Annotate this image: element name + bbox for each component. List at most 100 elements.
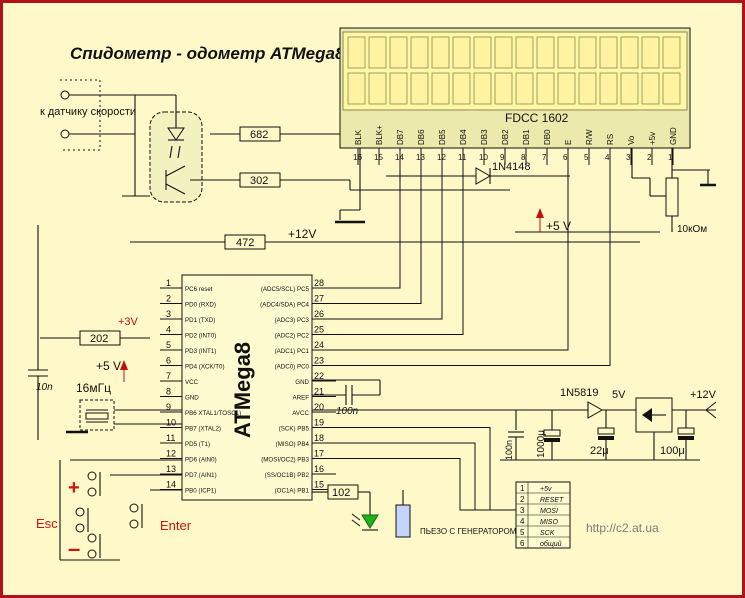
mcu-pin-name: PB0 (ICP1) xyxy=(185,488,216,495)
lcd-pin-name: GND xyxy=(669,127,678,145)
mcu-pin-number: 24 xyxy=(314,340,324,350)
diode-1n4148-label: 1N4148 xyxy=(492,161,531,173)
power-supply: 1N5819 5V +12V 100n 1000μ 22μ 100μ xyxy=(312,387,717,461)
rail-12v-top: +12V xyxy=(288,227,316,241)
diode-1n5819-label: 1N5819 xyxy=(560,387,599,399)
lcd-pin-number: 10 xyxy=(479,153,488,162)
lcd-module: FDCC 1602 16BLK15BLK+14DB713DB612DB511DB… xyxy=(339,27,691,165)
mcu-pin-name: PD6 (AIN0) xyxy=(185,457,217,464)
mcu-pin-number: 10 xyxy=(166,418,176,428)
lcd-pin-name: DB4 xyxy=(459,129,468,145)
mcu-pin-number: 18 xyxy=(314,433,324,443)
lcd-pin-name: DB7 xyxy=(396,129,405,145)
isp-row-number: 2 xyxy=(520,495,525,504)
mcu-pin-number: 9 xyxy=(166,402,171,412)
mcu-pin-name: PD3 (INT1) xyxy=(185,348,216,355)
lcd-pin-name: DB5 xyxy=(438,129,447,145)
rail-5v-left-label: +5 V xyxy=(96,359,121,373)
lcd-cell xyxy=(347,36,366,69)
button-minus[interactable]: – xyxy=(68,533,101,561)
status-led: 102 xyxy=(312,484,379,531)
lcd-cell xyxy=(473,72,492,105)
lcd-cell xyxy=(473,36,492,69)
mcu-pin-number: 17 xyxy=(314,449,324,459)
isp-wire xyxy=(336,442,516,511)
mcu-pin-name: GND xyxy=(185,395,199,402)
lcd-cell xyxy=(410,72,429,105)
lcd-pin-number: 4 xyxy=(605,153,610,162)
lcd-pin-number: 13 xyxy=(416,153,425,162)
isp-wire xyxy=(336,427,516,511)
cap-22u-label: 22μ xyxy=(590,445,609,457)
mcu-pin-name: PD7 (AIN1) xyxy=(185,472,217,479)
mcu-pin-name: AREF xyxy=(292,395,309,402)
lcd-cell xyxy=(599,72,618,105)
mcu-pin-name: PD4 (XCK/T0) xyxy=(185,364,225,371)
mcu-pin-name: PD0 (RXD) xyxy=(185,302,216,309)
button-plus[interactable]: + xyxy=(68,471,101,499)
mcu-pin-name: (SCK) PB5 xyxy=(279,426,310,433)
mcu-pin-number: 5 xyxy=(166,340,171,350)
speed-sensor-label: к датчику скорости xyxy=(40,106,136,118)
resistor-202: 202 +3V xyxy=(40,316,150,346)
mcu-pin-number: 7 xyxy=(166,371,171,381)
mcu-pin-name: PD1 (TXD) xyxy=(185,317,215,324)
mcu-pin-name: (ADC4/SDA) PC4 xyxy=(260,302,309,309)
capacitor-100n-aref: 100n xyxy=(312,379,381,417)
lcd-pin-name: R/W xyxy=(585,129,594,145)
resistor-472-label: 472 xyxy=(236,237,254,249)
isp-row-name: +5v xyxy=(540,486,552,493)
isp-row-number: 6 xyxy=(520,539,525,548)
mcu-pin-number: 16 xyxy=(314,464,324,474)
mcu-pin-name: (ADC2) PC2 xyxy=(275,333,310,340)
mcu-pin-number: 6 xyxy=(166,356,171,366)
mcu-pin-number: 3 xyxy=(166,309,171,319)
lcd-pin-number: 8 xyxy=(521,153,526,162)
isp-row-number: 5 xyxy=(520,528,525,537)
mcu-pin-number: 8 xyxy=(166,387,171,397)
resistor-302: 302 xyxy=(190,172,510,191)
lcd-pin-name: DB1 xyxy=(522,129,531,145)
lcd-cell xyxy=(641,36,660,69)
lcd-pin-name: BLK+ xyxy=(375,125,384,145)
lcd-pin-name: Vo xyxy=(627,135,636,145)
mcu-pin-name: PB7 (XTAL2) xyxy=(185,426,221,433)
rail-5v-left: +5 V xyxy=(96,359,128,382)
lcd-pin-name: BLK xyxy=(354,129,363,145)
lcd-cell xyxy=(515,36,534,69)
lcd-cell xyxy=(662,36,681,69)
speed-sensor-input: к датчику скорости xyxy=(40,79,136,151)
mcu-pin-number: 15 xyxy=(314,480,324,490)
ground-lcd xyxy=(335,209,365,224)
lcd-pin-name: RS xyxy=(606,134,615,145)
button-enter[interactable]: Enter xyxy=(129,503,192,533)
isp-row-name: MOSI xyxy=(540,508,558,515)
lcd-pin-number: 1 xyxy=(668,153,673,162)
bus-wire xyxy=(336,165,611,366)
lcd-cell xyxy=(431,36,450,69)
button-wiring xyxy=(59,459,182,561)
button-esc[interactable]: Esc xyxy=(36,507,89,533)
mcu-pin-number: 19 xyxy=(314,418,324,428)
lcd-pin-name: E xyxy=(564,140,573,145)
mcu-pin-name: (ADC1) PC1 xyxy=(275,348,310,355)
lcd-cell xyxy=(347,72,366,105)
lcd-pin-number: 15 xyxy=(374,153,383,162)
lcd-cell xyxy=(578,72,597,105)
mcu-pin-number: 11 xyxy=(166,433,175,443)
mcu-pin-number: 13 xyxy=(166,464,176,474)
isp-row-name: SCK xyxy=(540,530,555,537)
diagram-title: Спидометр - одометр ATMega8 xyxy=(70,44,345,63)
lcd-cell xyxy=(557,36,576,69)
lcd-pin-name: DB0 xyxy=(543,129,552,145)
isp-row-number: 4 xyxy=(520,517,525,526)
rail-12v-right: +12V xyxy=(690,389,717,401)
lcd-pin-name: DB3 xyxy=(480,129,489,145)
mcu-pin-name: (MOSI/OC2) PB3 xyxy=(261,457,309,464)
cap-100u-label: 100μ xyxy=(660,445,685,457)
rail-5v-reg: 5V xyxy=(612,389,626,401)
resistor-302-label: 302 xyxy=(250,175,268,187)
lcd-cell xyxy=(494,72,513,105)
piezo-buzzer: ПЬЕЗО С ГЕНЕРАТОРОМ xyxy=(395,490,517,538)
lcd-pin-number: 11 xyxy=(458,153,467,162)
